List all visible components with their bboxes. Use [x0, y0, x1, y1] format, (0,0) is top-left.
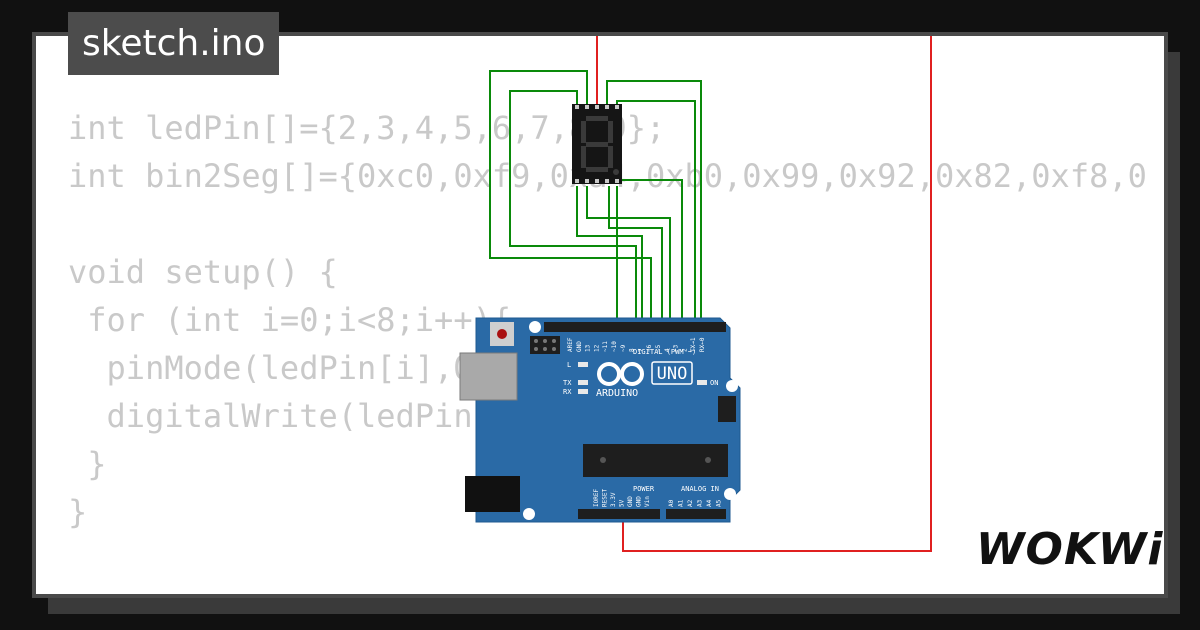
code-line: void setup() { — [68, 253, 338, 291]
file-tab[interactable]: sketch.ino — [68, 12, 280, 75]
pin-label: 8 — [629, 348, 636, 352]
icsp-header — [530, 336, 560, 354]
pin-label: ~5 — [655, 344, 662, 352]
led-label-tx: TX — [563, 379, 572, 387]
digital-label: DIGITAL (PWM ~) — [633, 348, 696, 356]
pin-label: TX→1 — [690, 337, 697, 352]
board-model: UNO — [657, 364, 688, 384]
arduino-logo-icon — [597, 362, 644, 386]
pin-label: 5V — [619, 499, 626, 507]
pin-label: 13 — [585, 344, 592, 352]
icsp-header-2 — [718, 396, 736, 422]
pin-label: IOREF — [593, 489, 600, 507]
analog-label: ANALOG IN — [681, 485, 719, 493]
pin-label: A2 — [687, 499, 694, 507]
pin-label: 7 — [637, 348, 644, 352]
code-line: } — [68, 445, 107, 483]
pin-label: A1 — [678, 499, 685, 507]
pin-label: A3 — [697, 499, 704, 507]
seven-segment-display — [572, 104, 622, 184]
code-line: for (int i=0;i<8;i++){ — [68, 301, 512, 339]
segment-wires — [489, 70, 702, 326]
board-brand: ARDUINO — [596, 388, 638, 399]
pin-label: ~6 — [646, 344, 653, 352]
arduino-uno-board: UNO ARDUINO DIGITAL (PWM ~) POWER ANALOG… — [459, 317, 741, 523]
led-label-rx: RX — [563, 388, 572, 396]
code-line: int bin2Seg[]={0xc0,0xf9,0xa4,0xb0,0x99,… — [68, 157, 1147, 195]
pin-label: GND — [627, 496, 634, 507]
pin-label: ~11 — [602, 341, 609, 352]
pin-label: A4 — [706, 499, 713, 507]
power-jack — [465, 476, 520, 512]
pin-label: ~9 — [620, 344, 627, 352]
pin-label: RESET — [602, 489, 609, 507]
pin-label: A5 — [716, 499, 723, 507]
pin-label: 3.3V — [610, 492, 617, 507]
pin-label: GND — [636, 496, 643, 507]
pin-label: ~10 — [611, 341, 618, 352]
digital-header — [544, 322, 726, 332]
wire-5v — [622, 36, 932, 552]
pin-label: AREF — [567, 337, 574, 352]
pin-label: 2 — [681, 348, 688, 352]
power-label: POWER — [633, 485, 655, 493]
pin-label: RX←0 — [699, 337, 706, 352]
led-label-on: ON — [710, 379, 718, 387]
pin-label: 12 — [593, 344, 600, 352]
pin-label: GND — [576, 341, 583, 352]
code-line: void loop() { — [68, 584, 1147, 594]
pin-label: ~3 — [673, 344, 680, 352]
power-header — [578, 509, 660, 519]
wokwi-logo: WOKWi — [976, 524, 1164, 575]
usb-port — [459, 352, 518, 401]
pin-label: Vin — [644, 496, 651, 507]
pin-label: A0 — [668, 499, 675, 507]
microcontroller-chip — [583, 444, 728, 477]
led-label-l: L — [567, 361, 571, 369]
pin-label: 4 — [664, 348, 671, 352]
analog-header — [666, 509, 726, 519]
code-line: } — [68, 493, 88, 531]
